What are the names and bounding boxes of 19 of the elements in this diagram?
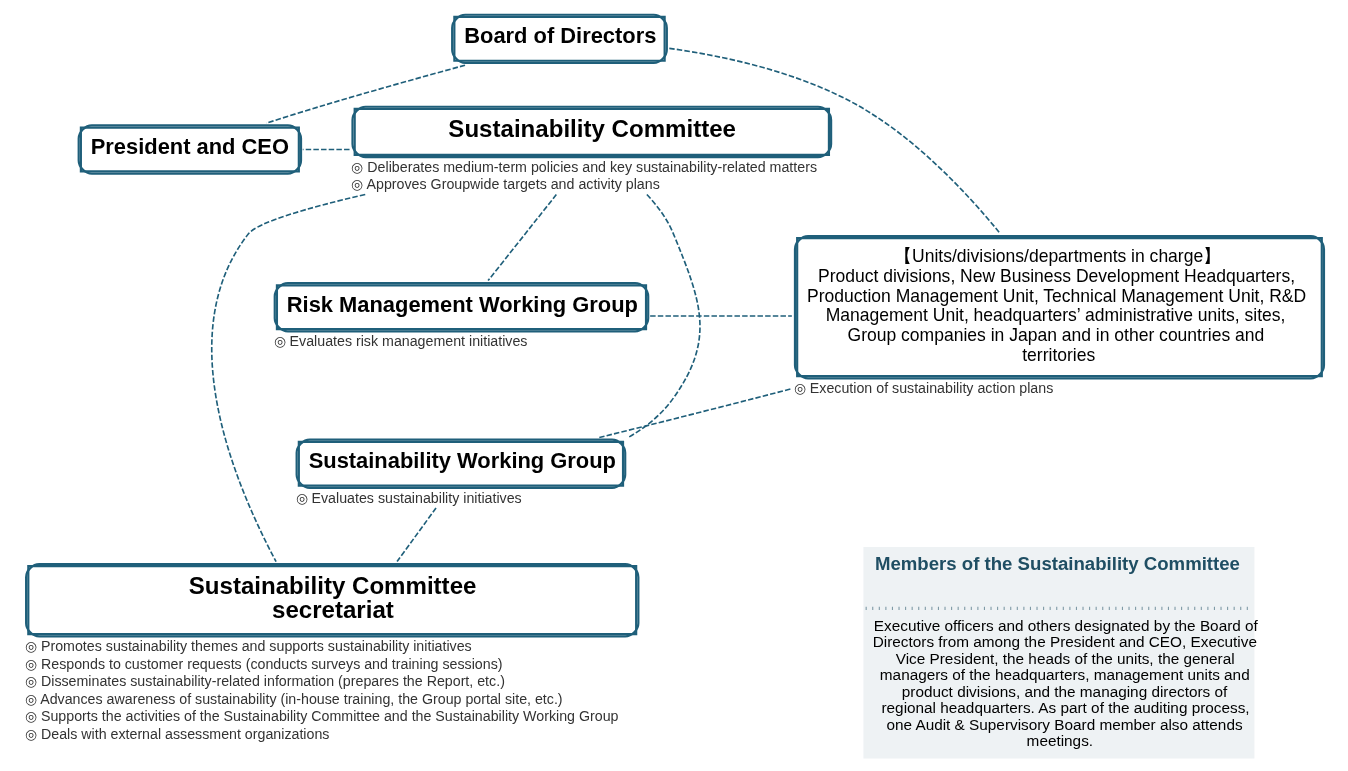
node-label: ◎ Responds to customer requests (conducts surveys and training sessions)	[24, 655, 503, 672]
node-label: ◎ Disseminates sustainability-related information (prepares the Report, etc.)	[24, 673, 505, 690]
node-label: ◎ Supports the activities of the Sustainability Committee and the Sustainability Working Group	[24, 708, 618, 725]
node-label: ◎ Deals with external assessment organizations	[24, 725, 329, 742]
node-label: ◎ Execution of sustainability action plans	[793, 380, 1053, 397]
connector	[648, 315, 793, 317]
node-label: ◎ Advances awareness of sustainability (in-house training, the Group portal site, etc.)	[24, 690, 563, 707]
node-label: ◎ Promotes sustainability themes and supports sustainability initiatives	[24, 637, 472, 654]
connector	[486, 193, 557, 282]
connector	[301, 148, 350, 151]
connector	[668, 47, 1001, 235]
connector	[210, 193, 366, 563]
node-label: ◎ Evaluates risk management initiatives	[273, 332, 527, 349]
node-label: ◎ Approves Groupwide targets and activity plans	[350, 176, 660, 193]
node-label: ◎ Evaluates sustainability initiatives	[295, 489, 522, 506]
connector	[598, 387, 793, 439]
connector	[626, 193, 701, 439]
node-label: ◎ Deliberates medium-term policies and key sustainability-related matters	[350, 158, 817, 175]
connector	[395, 507, 437, 563]
